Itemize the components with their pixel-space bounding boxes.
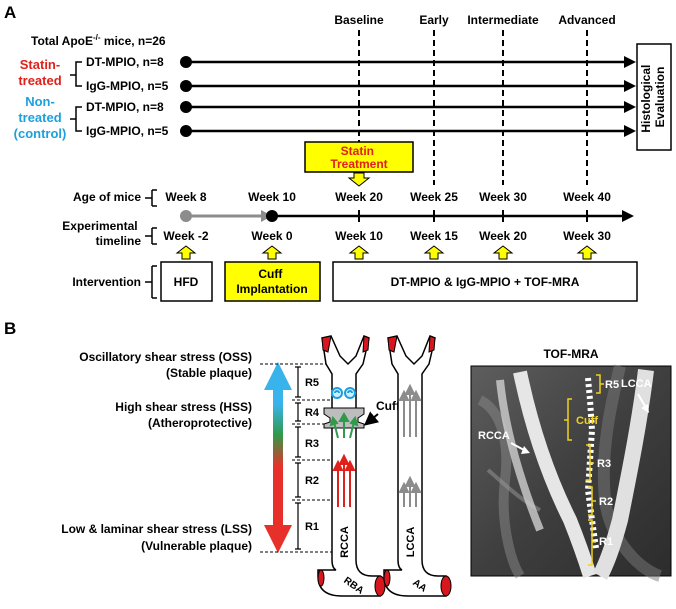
panel-a-label: A [4,3,16,22]
stress-hss: High shear stress (HSS) (Atheroprotectiv… [115,400,252,430]
mra-title: TOF-MRA [543,347,598,361]
cuff-pointer-arrow [363,411,380,426]
mra-label-r3: R3 [597,458,611,470]
rcca-label: RCCA [339,526,351,558]
mra-label-r1: R1 [599,536,613,548]
intervention-up-arrows [175,245,598,260]
phase-intermediate: Intermediate [467,13,539,27]
age-label: Age of mice [73,190,141,204]
mra-label-r5: R5 [605,379,619,391]
row-label-2: IgG-MPIO, n=5 [86,79,169,93]
panel-b-label: B [4,319,16,338]
age-week-20: Week 20 [335,190,383,204]
row-label-3: DT-MPIO, n=8 [86,100,164,114]
group-arrows [180,56,636,137]
timeline-brace [145,227,157,245]
svg-text:(Stable plaque): (Stable plaque) [166,366,252,380]
region-brackets [295,366,301,550]
age-brace [145,189,157,207]
mra-label-lcca: LCCA [621,378,652,390]
phase-baseline: Baseline [334,13,384,27]
age-week-30: Week 30 [479,190,527,204]
statin-treatment-text: Statin Treatment [330,144,387,171]
cuff-label: Cuff [376,399,401,413]
svg-text:(Vulnerable plaque): (Vulnerable plaque) [141,539,252,553]
total-mice-label: Total ApoE-/- mice, n=26 [31,33,166,48]
statin-treatment-box [304,141,414,173]
region-r2: R2 [305,475,319,487]
svg-text:treated: treated [18,110,61,125]
region-r5: R5 [305,377,319,389]
low-shear-arrows [332,453,356,507]
phase-advanced: Advanced [558,13,615,27]
lcca-vessel [383,335,452,597]
group-braces [70,61,82,132]
region-r4: R4 [305,407,320,419]
stress-oss: Oscillatory shear stress (OSS) (Stable p… [79,350,252,380]
cuff-implantation-text: Cuff Implantation [236,267,307,296]
timeline-axis [180,210,634,222]
age-week-25: Week 25 [410,190,458,204]
histology-box [636,43,672,151]
mra-lcca-arrowhead [641,404,649,413]
svg-text:High shear stress (HSS): High shear stress (HSS) [115,400,252,414]
svg-text:Statin-: Statin- [20,57,60,72]
mra-image [470,364,672,582]
oscillatory-flow-icon [331,387,356,399]
hfd-text: HFD [174,275,199,289]
mra-label-r2: R2 [599,496,613,508]
phase-early: Early [419,13,449,27]
svg-text:Non-: Non- [25,94,55,109]
svg-text:Low & laminar shear stress (LS: Low & laminar shear stress (LSS) [61,522,252,536]
timeline-week-10: Week 10 [335,229,383,243]
svg-text:(Atheroprotective): (Atheroprotective) [148,416,252,430]
timeline-week-15: Week 15 [410,229,458,243]
timeline-week-0: Week 0 [251,229,292,243]
mpio-mra-text: DT-MPIO & IgG-MPIO + TOF-MRA [391,275,580,289]
lcca-label: LCCA [405,527,417,558]
svg-text:Oscillatory shear stress (OSS): Oscillatory shear stress (OSS) [79,350,252,364]
mra-rcca-arrowhead [521,446,530,454]
mra-brackets [564,374,604,566]
region-r1: R1 [305,521,319,533]
svg-text:(control): (control) [14,126,67,141]
group-non-treated: Non- treated (control) [14,94,67,141]
histology-text: Histological Evaluation [639,61,667,132]
shear-stress-gradient-arrow [264,362,292,553]
mpio-mra-box [332,261,638,302]
stress-lss: Low & laminar shear stress (LSS) (Vulner… [61,522,252,553]
lcca-flow-arrows [398,383,422,507]
row-label-4: IgG-MPIO, n=5 [86,124,169,138]
hfd-box [160,261,213,302]
timeline-label: Experimental timeline [62,219,141,248]
age-week-40: Week 40 [563,190,611,204]
age-week-10: Week 10 [248,190,296,204]
region-dividers [260,363,332,553]
svg-text:treated: treated [18,73,61,88]
high-shear-arrows [329,411,359,439]
age-week-8: Week 8 [165,190,206,204]
statin-down-arrow [347,172,371,187]
row-label-1: DT-MPIO, n=8 [86,55,164,69]
timeline-week-30: Week 30 [563,229,611,243]
intervention-label: Intervention [72,275,141,289]
region-r3: R3 [305,438,319,450]
mra-rcca-arrow [510,442,525,451]
timeline-week-m2: Week -2 [163,229,208,243]
mra-label-rcca: RCCA [478,430,510,442]
cuff-implantation-box [224,261,321,302]
intervention-brace [145,265,157,299]
mra-label-cuff: Cuff [576,415,598,427]
group-statin-treated: Statin- treated [18,57,61,88]
timeline-week-20: Week 20 [479,229,527,243]
mra-lcca-arrow [637,393,647,409]
